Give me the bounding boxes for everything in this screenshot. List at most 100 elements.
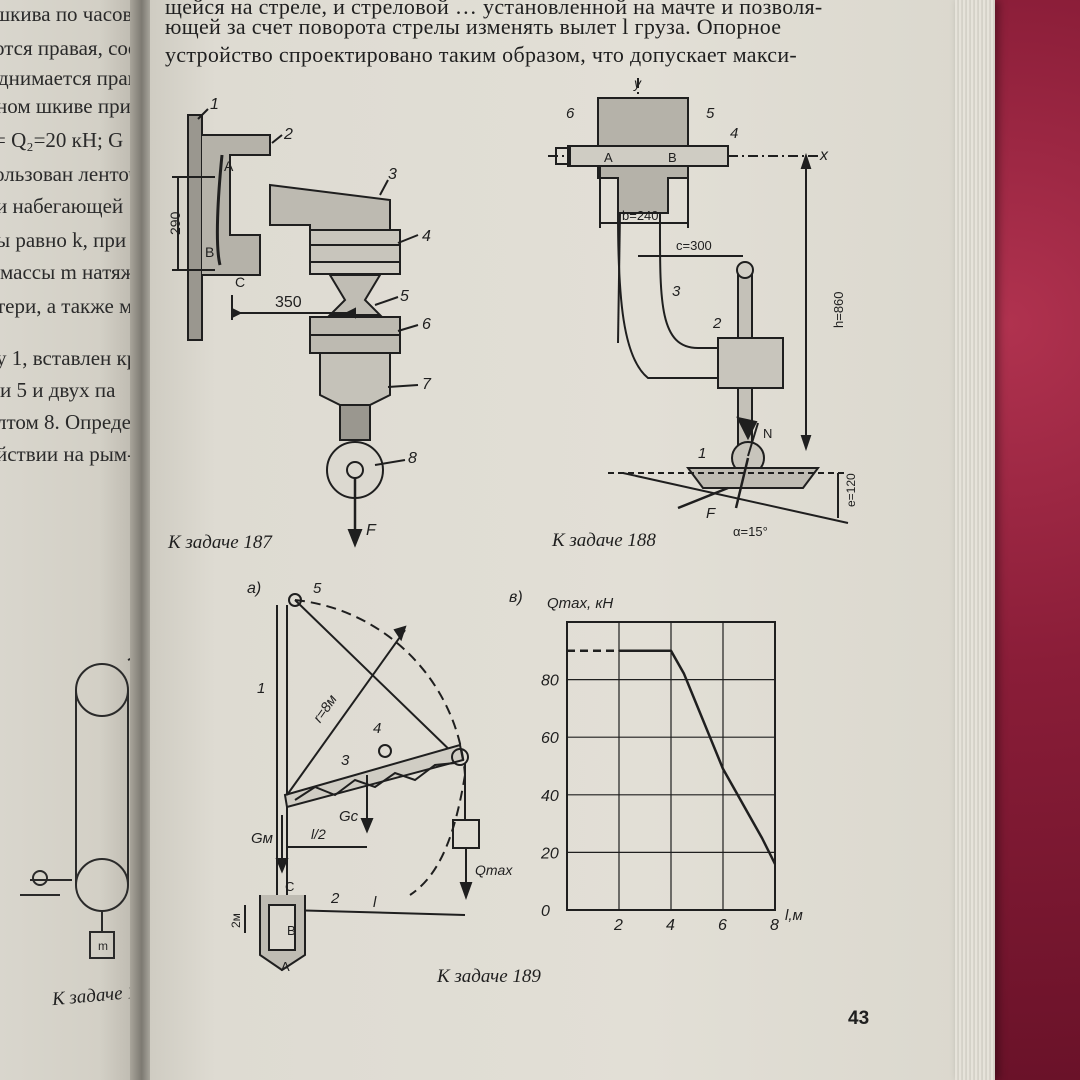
force-label-f: F: [706, 505, 716, 522]
body-line: устройство спроектировано таким образом,…: [165, 42, 798, 67]
left-fragment: массы m натяж: [0, 260, 136, 284]
series-point: [748, 814, 750, 816]
part-label-6: 6: [566, 105, 575, 122]
point-label-c: C: [285, 879, 294, 894]
part-label-5: 5: [400, 288, 409, 305]
part-label-2: 2: [283, 126, 293, 143]
x-tick-label: 4: [666, 917, 675, 934]
x-axis-label: l,м: [785, 907, 803, 924]
series-line-qmax: [619, 649, 777, 865]
gc-label: Gс: [339, 808, 359, 825]
part-label-5: 5: [706, 105, 715, 122]
part-label-4: 4: [373, 720, 381, 737]
conveyor-figure: m: [20, 652, 142, 959]
caption-189: К задаче 189: [437, 966, 541, 987]
height-label: 2м: [229, 913, 243, 928]
part-label-7: 7: [422, 376, 432, 393]
left-fragment: йствии на рым-бо: [0, 442, 142, 466]
panel-b-label: в): [509, 589, 523, 606]
part-label-3: 3: [341, 752, 350, 769]
point-label-a: A: [224, 158, 234, 174]
mass-label: m: [98, 939, 108, 953]
dim-e-label: e=120: [844, 473, 858, 507]
left-fragment: тери, а также мак: [0, 294, 142, 318]
chart-series: [566, 649, 777, 865]
left-fragment: и набегающей: [0, 194, 124, 218]
left-fragment: ы равно k, при у: [0, 228, 142, 252]
force-label-n: N: [763, 426, 772, 441]
axis-y-label: y: [633, 78, 642, 91]
part-label-3: 3: [388, 166, 397, 183]
qmax-label: Qmax: [475, 862, 513, 878]
gm-label: Gм: [251, 830, 273, 847]
series-point: [670, 650, 672, 652]
series-point: [709, 736, 711, 738]
body-line: щейся на стреле, и стреловой … установле…: [165, 0, 823, 19]
series-point: [761, 837, 763, 839]
point-label-a: A: [604, 150, 613, 165]
page-edges: [955, 0, 995, 1080]
series-point: [722, 768, 724, 770]
series-point: [774, 863, 776, 865]
left-fragment: = Q₂=20 кН; G: [0, 128, 124, 152]
part-label-1: 1: [257, 680, 265, 697]
y-tick-label: 40: [541, 788, 559, 805]
left-fragment: и 5 и двух па: [0, 378, 116, 402]
point-label-b: B: [287, 923, 296, 938]
caption-188: К задаче 188: [552, 530, 656, 551]
chart-grid: [566, 621, 776, 911]
angle-label: α=15°: [733, 524, 768, 538]
body-line: ющей за счет поворота стрелы изменять вы…: [165, 14, 782, 39]
radius-label: r=8м: [309, 691, 340, 725]
series-point: [735, 791, 737, 793]
left-fragment: днимается прав: [0, 66, 138, 90]
part-label-1: 1: [698, 445, 706, 462]
half-l-label: l/2: [311, 826, 326, 842]
dim-b-label: b=240: [622, 208, 659, 223]
series-point: [683, 673, 685, 675]
axis-x-label: x: [819, 147, 829, 164]
panel-a-label: а): [247, 580, 261, 597]
x-tick-label: 8: [770, 917, 779, 934]
part-label-8: 8: [408, 450, 417, 467]
part-label-1: 1: [210, 96, 219, 113]
dim-c-label: c=300: [676, 238, 712, 253]
y-tick-label: 80: [541, 673, 559, 690]
point-label-b: B: [205, 244, 214, 260]
figure-187: 290 350 1 2 3 4 5 6 7 8 A B C F: [167, 96, 432, 548]
figure-189a: а) 5 1 4 3 2 r=8м Gм Gс l/2 Qmax l 2м C …: [229, 580, 513, 974]
page-number: 43: [848, 1008, 870, 1029]
y-tick-label: 0: [541, 903, 550, 920]
series-point: [696, 704, 698, 707]
point-label-a: A: [281, 959, 290, 974]
part-label-5: 5: [313, 580, 322, 597]
x-tick-label: 6: [718, 917, 727, 934]
part-label-2: 2: [330, 890, 340, 907]
force-label-f: F: [366, 522, 377, 539]
left-fragment: отся правая, соотве: [0, 36, 142, 60]
left-fragment: шкива по часов: [0, 2, 133, 26]
left-page: шкива по часов отся правая, соотве днима…: [0, 0, 142, 1080]
left-fragment: у 1, вставлен кр: [0, 346, 138, 370]
y-tick-label: 60: [541, 730, 559, 747]
part-label-6: 6: [422, 316, 431, 333]
part-label-3: 3: [672, 283, 681, 300]
point-label-c: C: [235, 274, 245, 290]
part-label-4: 4: [422, 228, 431, 245]
x-tick-label: 2: [613, 917, 623, 934]
part-label-4: 4: [730, 125, 738, 142]
dim-width-label: 350: [275, 294, 302, 311]
series-point: [566, 650, 568, 652]
left-fragment: ном шкиве при ус: [0, 94, 142, 118]
figure-188: y x b=240 c=300 h=860 e=120 α=15° 6 5 4 …: [548, 78, 858, 538]
dim-h-label: h=860: [831, 291, 846, 328]
point-label-b: B: [668, 150, 677, 165]
left-fragment: лтом 8. Определ: [0, 410, 142, 434]
dim-height-label: 290: [167, 211, 183, 235]
left-fragment: ользован ленточн: [0, 162, 142, 186]
caption-187: К задаче 187: [168, 532, 272, 553]
part-label-2: 2: [712, 315, 722, 332]
y-axis-label: Qmax, кН: [547, 595, 613, 612]
